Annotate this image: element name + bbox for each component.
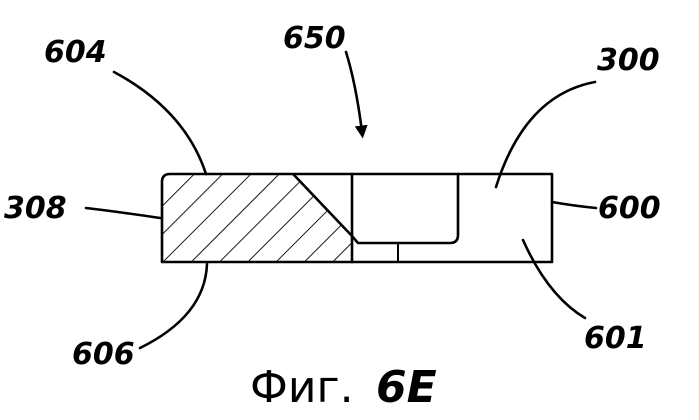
leader-604	[114, 72, 206, 174]
label-604: 604	[44, 35, 107, 70]
leader-601	[523, 240, 585, 318]
leader-308	[86, 208, 160, 218]
leader-606	[140, 264, 207, 348]
label-300: 300	[597, 43, 660, 78]
label-601: 601	[584, 321, 647, 356]
leader-300	[496, 82, 595, 187]
leader-600	[552, 202, 596, 208]
leader-650	[346, 52, 362, 132]
label-606: 606	[72, 337, 135, 372]
hatched-section	[162, 175, 352, 262]
label-600: 600	[598, 191, 661, 226]
label-308: 308	[4, 191, 67, 226]
recess-outline	[352, 174, 458, 243]
caption-prefix: Фиг.	[250, 362, 354, 413]
label-650: 650	[283, 21, 346, 56]
caption-number: 6E	[376, 362, 437, 413]
